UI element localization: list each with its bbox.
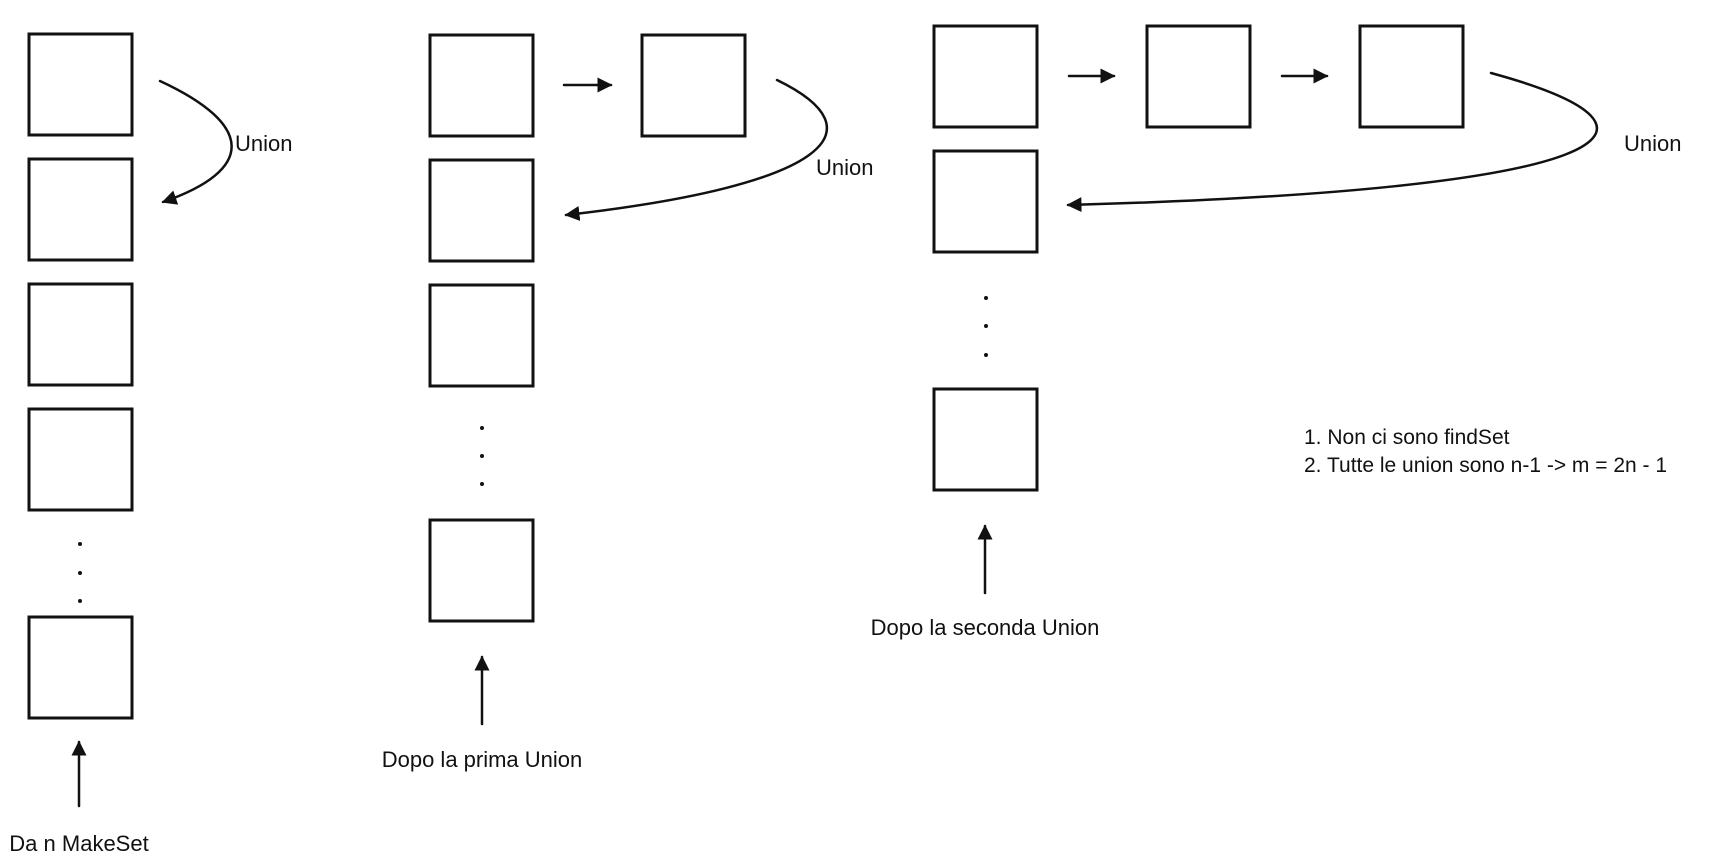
caption-makeset: Da n MakeSet xyxy=(9,831,148,856)
union-label: Union xyxy=(235,131,292,156)
set-node xyxy=(932,387,1039,492)
set-node xyxy=(27,32,134,137)
union-arrow xyxy=(564,78,829,221)
set-node xyxy=(1145,24,1252,129)
union-arrow xyxy=(1066,71,1599,213)
set-node xyxy=(27,615,134,720)
set-node xyxy=(27,157,134,262)
ellipsis-dots xyxy=(984,296,988,357)
set-node xyxy=(428,518,535,623)
set-node xyxy=(1358,24,1465,129)
set-node xyxy=(640,33,747,138)
makeset-group: Union Da n MakeSet xyxy=(9,32,292,856)
note-item: 1. Non ci sono findSet xyxy=(1304,426,1510,449)
ellipsis-dots xyxy=(480,426,484,486)
set-node xyxy=(932,24,1039,129)
second-union-group: Union Dopo la seconda Union xyxy=(871,24,1681,640)
set-node xyxy=(428,283,535,388)
note-item: 2. Tutte le union sono n-1 -> m = 2n - 1 xyxy=(1304,454,1668,477)
set-node xyxy=(27,282,134,387)
union-label: Union xyxy=(816,155,873,180)
set-node xyxy=(27,407,134,512)
caption-first-union: Dopo la prima Union xyxy=(382,747,583,772)
union-arrow xyxy=(158,79,233,205)
first-union-group: Union Dopo la prima Union xyxy=(382,33,873,772)
ellipsis-dots xyxy=(78,542,82,603)
set-node xyxy=(932,149,1039,254)
set-node xyxy=(428,158,535,263)
union-label: Union xyxy=(1624,131,1681,156)
caption-second-union: Dopo la seconda Union xyxy=(871,615,1100,640)
set-node xyxy=(428,33,535,138)
notes-list: 1. Non ci sono findSet 2. Tutte le union… xyxy=(1304,424,1667,480)
